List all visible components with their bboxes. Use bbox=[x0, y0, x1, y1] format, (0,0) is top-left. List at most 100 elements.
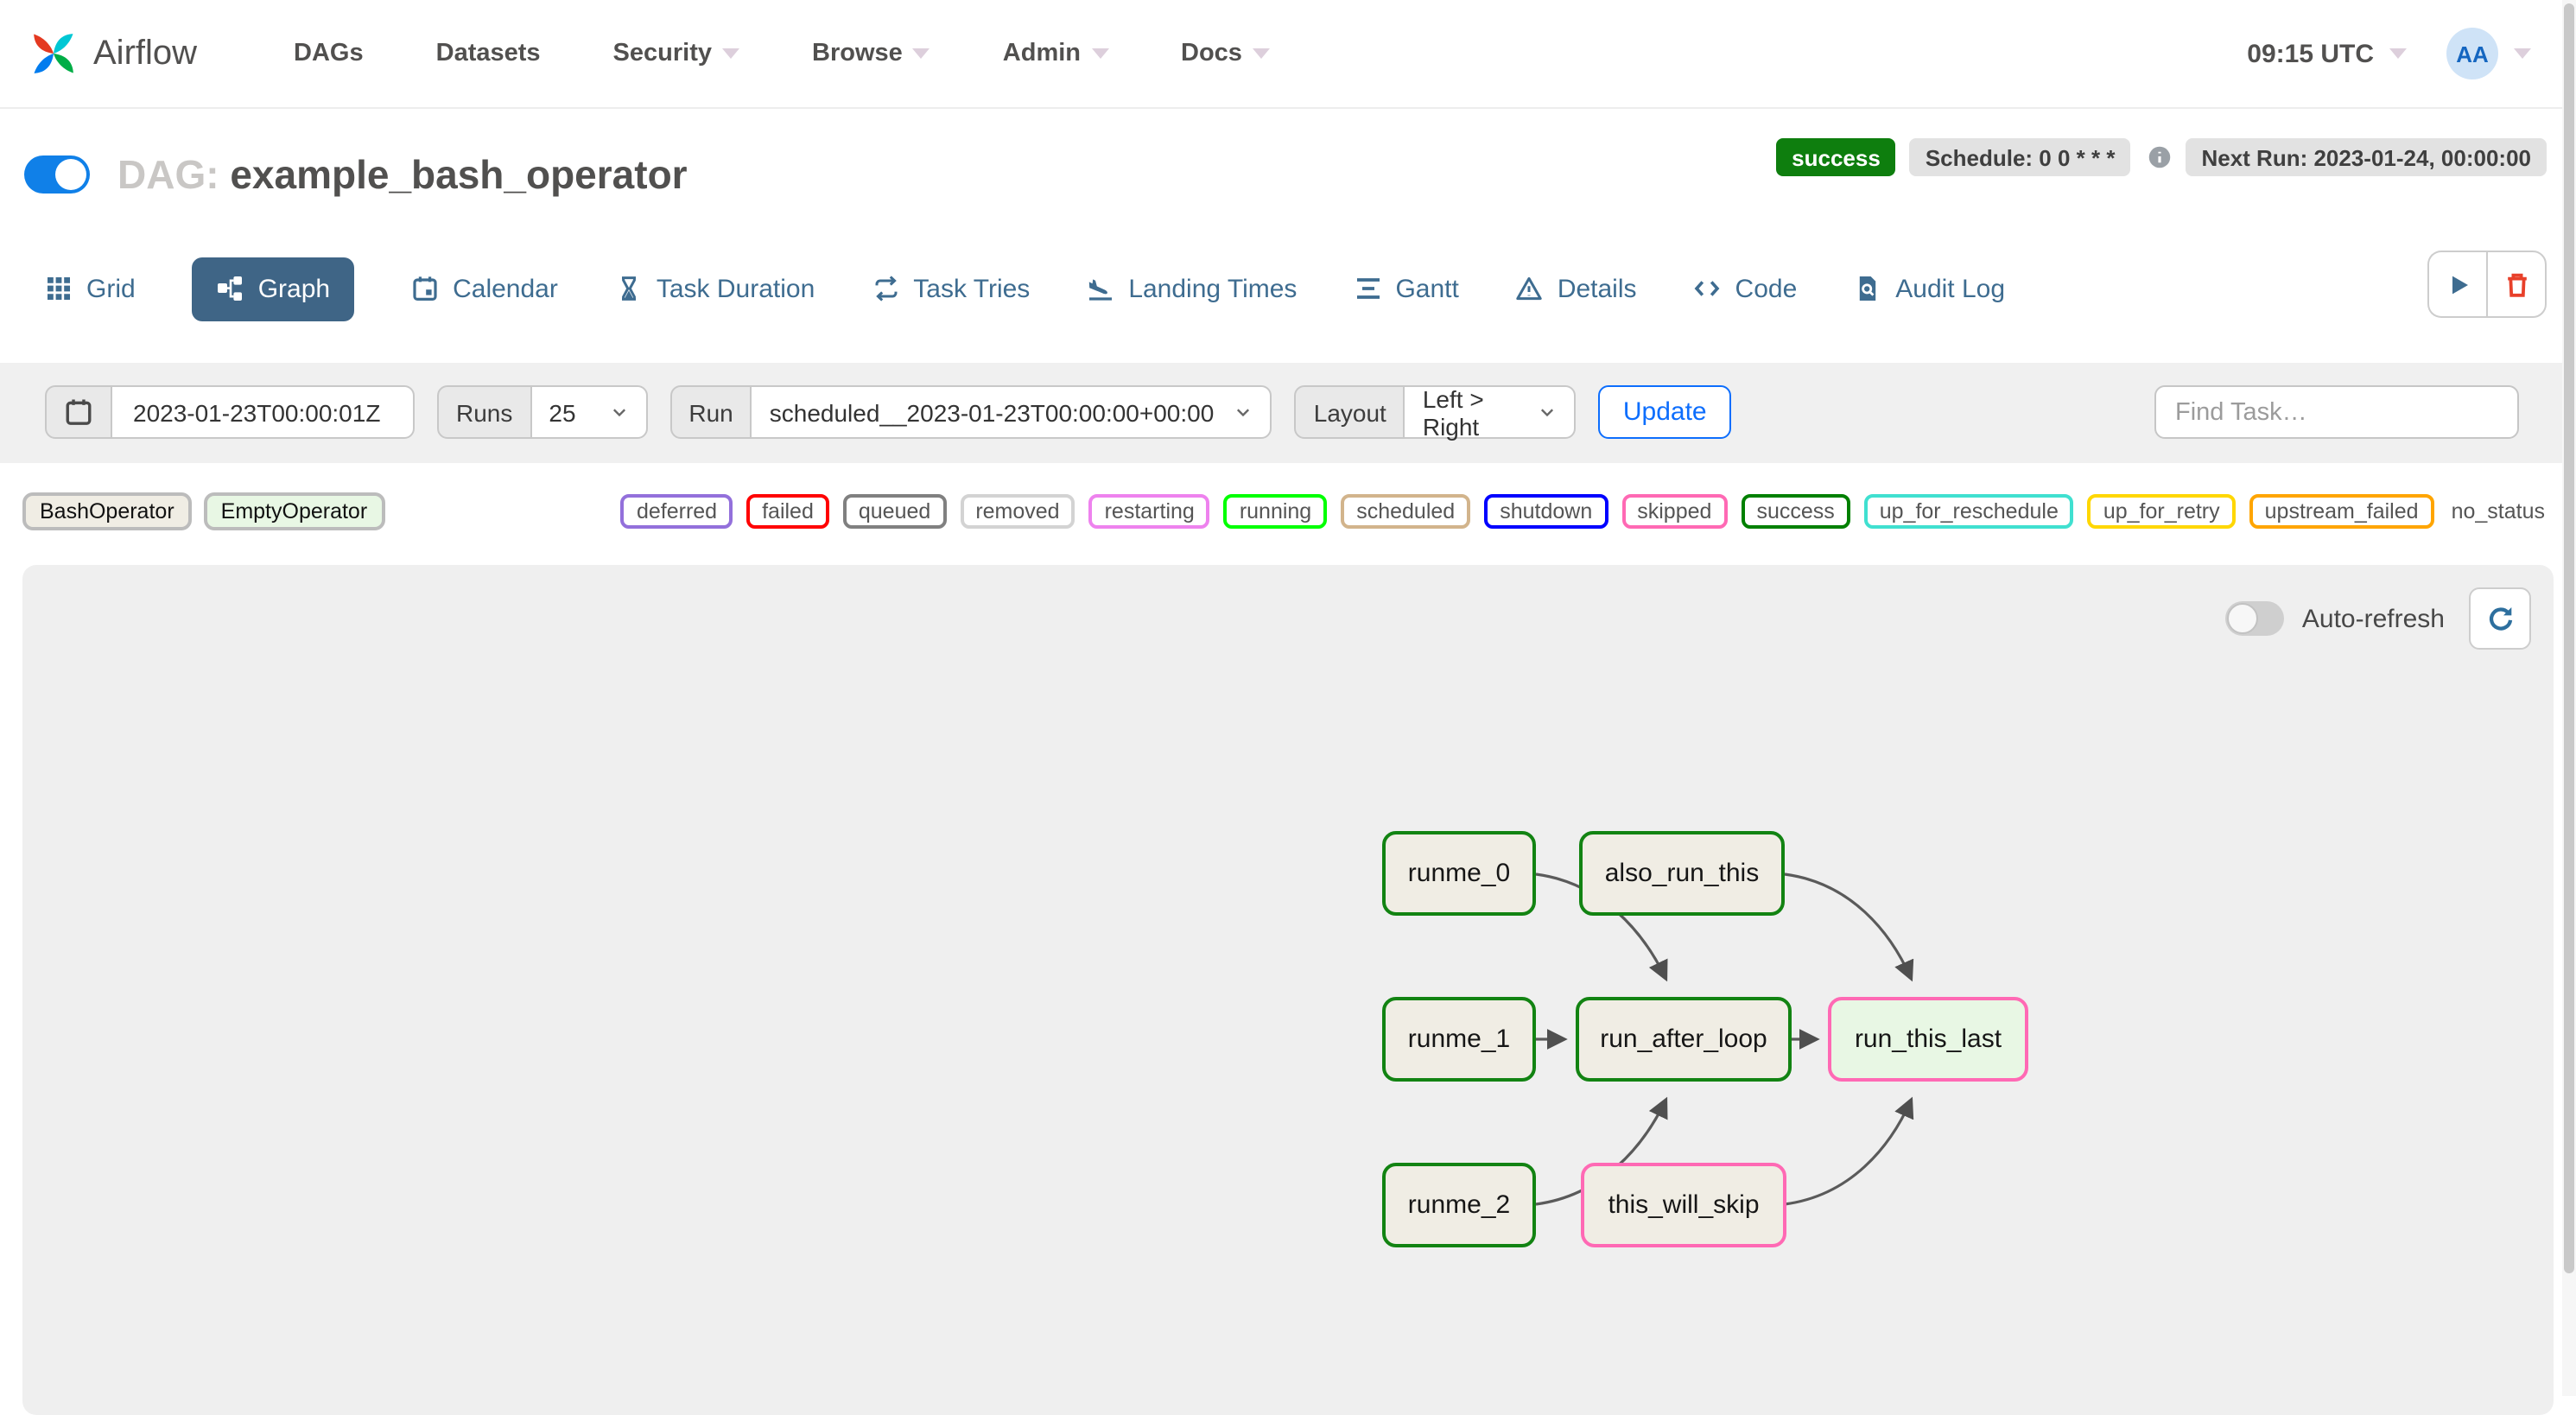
legend-state-skipped[interactable]: skipped bbox=[1621, 494, 1728, 529]
task-node-runme-0[interactable]: runme_0 bbox=[1382, 831, 1536, 916]
chevron-down-icon[interactable] bbox=[2389, 48, 2407, 59]
brand-name: Airflow bbox=[93, 34, 198, 72]
tab-landing-times[interactable]: Landing Times bbox=[1087, 274, 1297, 303]
repeat-icon bbox=[872, 275, 899, 302]
play-icon bbox=[2444, 270, 2471, 298]
chevron-down-icon[interactable] bbox=[2514, 48, 2531, 59]
legend-state-up-for-retry[interactable]: up_for_retry bbox=[2087, 494, 2236, 529]
auto-refresh-label: Auto-refresh bbox=[2301, 604, 2445, 633]
calendar-picker-button[interactable] bbox=[45, 385, 112, 439]
legend-state-deferred[interactable]: deferred bbox=[620, 494, 733, 529]
task-node-runme-2[interactable]: runme_2 bbox=[1382, 1163, 1536, 1247]
legend-empty-operator[interactable]: EmptyOperator bbox=[203, 492, 385, 530]
update-button[interactable]: Update bbox=[1598, 385, 1731, 439]
tab-task-tries[interactable]: Task Tries bbox=[872, 274, 1030, 303]
dag-edges bbox=[1535, 872, 1914, 1206]
tab-calendar[interactable]: Calendar bbox=[411, 274, 558, 303]
nav-item-dags[interactable]: DAGs bbox=[294, 40, 364, 67]
dag-prefix: DAG: bbox=[117, 151, 219, 196]
avatar[interactable]: AA bbox=[2446, 28, 2498, 79]
legend-state-restarting[interactable]: restarting bbox=[1088, 494, 1210, 529]
info-icon[interactable] bbox=[2148, 145, 2172, 169]
calendar-icon bbox=[411, 275, 439, 302]
navbar: Airflow DAGs Datasets Security Browse Ad… bbox=[0, 0, 2576, 109]
grid-icon bbox=[45, 275, 73, 302]
runs-group: Runs 25 bbox=[437, 385, 648, 439]
legend-state-queued[interactable]: queued bbox=[842, 494, 947, 529]
task-node-also-run-this[interactable]: also_run_this bbox=[1579, 831, 1785, 916]
chevron-down-icon bbox=[1091, 48, 1108, 59]
edge-alsorunthis-runthislast bbox=[1784, 872, 1914, 982]
nav-item-admin[interactable]: Admin bbox=[1003, 40, 1108, 67]
chevron-down-icon bbox=[722, 48, 739, 59]
view-tabs: Grid Graph Calendar Task Duration Task T… bbox=[0, 252, 2005, 325]
graph-canvas[interactable]: Auto-refresh runme_0 also_run_this runme… bbox=[22, 565, 2554, 1415]
status-badge: success bbox=[1776, 138, 1896, 176]
refresh-button[interactable] bbox=[2469, 587, 2531, 650]
nav-item-datasets[interactable]: Datasets bbox=[435, 40, 541, 67]
scrollbar-thumb[interactable] bbox=[2564, 3, 2574, 1273]
audit-log-icon bbox=[1854, 275, 1881, 302]
node-tree-icon bbox=[217, 275, 244, 302]
legend-state-no-status[interactable]: no_status bbox=[2451, 499, 2545, 523]
legend-state-failed[interactable]: failed bbox=[746, 494, 829, 529]
task-node-this-will-skip[interactable]: this_will_skip bbox=[1581, 1163, 1786, 1247]
legend-state-scheduled[interactable]: scheduled bbox=[1341, 494, 1471, 529]
task-node-run-this-last[interactable]: run_this_last bbox=[1828, 997, 2028, 1082]
auto-refresh-toggle[interactable] bbox=[2225, 601, 2285, 636]
task-node-runme-1[interactable]: runme_1 bbox=[1382, 997, 1536, 1082]
operator-legend: BashOperator EmptyOperator bbox=[22, 492, 385, 530]
code-brackets-icon bbox=[1694, 275, 1722, 302]
schedule-badge[interactable]: Schedule: 0 0 * * * bbox=[1909, 138, 2131, 176]
dag-pause-toggle[interactable] bbox=[24, 155, 90, 194]
delete-dag-button[interactable] bbox=[2486, 251, 2547, 318]
layout-label: Layout bbox=[1294, 385, 1405, 439]
tab-task-duration[interactable]: Task Duration bbox=[615, 274, 815, 303]
legend-state-up-for-reschedule[interactable]: up_for_reschedule bbox=[1863, 494, 2074, 529]
chevron-down-icon bbox=[1539, 403, 1558, 422]
next-run-badge: Next Run: 2023-01-24, 00:00:00 bbox=[2186, 138, 2547, 176]
legend-state-removed[interactable]: removed bbox=[960, 494, 1075, 529]
gantt-bars-icon bbox=[1354, 275, 1381, 302]
base-date-input[interactable] bbox=[130, 397, 396, 428]
nav-item-browse[interactable]: Browse bbox=[812, 40, 930, 67]
trash-icon bbox=[2503, 270, 2530, 298]
chevron-down-icon bbox=[912, 48, 930, 59]
vertical-scrollbar[interactable] bbox=[2562, 0, 2576, 1396]
base-date-input-wrap bbox=[111, 385, 415, 439]
warning-triangle-icon bbox=[1516, 275, 1544, 302]
task-node-run-after-loop[interactable]: run_after_loop bbox=[1576, 997, 1792, 1082]
find-task-input[interactable] bbox=[2154, 385, 2519, 439]
tab-graph[interactable]: Graph bbox=[192, 257, 355, 320]
graph-controls: Auto-refresh bbox=[2225, 587, 2531, 650]
tab-code[interactable]: Code bbox=[1694, 274, 1797, 303]
nav-item-docs[interactable]: Docs bbox=[1181, 40, 1270, 67]
tab-details[interactable]: Details bbox=[1516, 274, 1637, 303]
runs-select[interactable]: 25 bbox=[530, 385, 648, 439]
nav-menu: DAGs Datasets Security Browse Admin Docs bbox=[294, 40, 1270, 67]
clock-label[interactable]: 09:15 UTC bbox=[2247, 39, 2374, 68]
nav-item-security[interactable]: Security bbox=[613, 40, 739, 67]
base-date-group bbox=[45, 385, 415, 439]
legend-state-upstream-failed[interactable]: upstream_failed bbox=[2249, 494, 2434, 529]
runs-label: Runs bbox=[437, 385, 532, 439]
tab-grid[interactable]: Grid bbox=[45, 274, 136, 303]
calendar-icon bbox=[64, 397, 93, 427]
legend-state-running[interactable]: running bbox=[1223, 494, 1328, 529]
edge-thiswillskip-runthislast bbox=[1784, 1096, 1914, 1206]
dag-header-badges: success Schedule: 0 0 * * * Next Run: 20… bbox=[1776, 138, 2547, 176]
chevron-down-icon bbox=[1234, 403, 1253, 422]
trigger-dag-button[interactable] bbox=[2427, 251, 2486, 318]
chevron-down-icon bbox=[609, 403, 628, 422]
run-select[interactable]: scheduled__2023-01-23T00:00:00+00:00 bbox=[750, 385, 1272, 439]
navbar-right: 09:15 UTC AA bbox=[2247, 28, 2531, 79]
legend-state-success[interactable]: success bbox=[1741, 494, 1850, 529]
brand[interactable]: Airflow bbox=[24, 24, 197, 83]
tab-audit-log[interactable]: Audit Log bbox=[1854, 274, 2005, 303]
tab-gantt[interactable]: Gantt bbox=[1354, 274, 1459, 303]
dag-header: DAG: example_bash_operator success Sched… bbox=[0, 135, 2576, 214]
run-group: Run scheduled__2023-01-23T00:00:00+00:00 bbox=[669, 385, 1272, 439]
layout-select[interactable]: Left > Right bbox=[1403, 384, 1577, 440]
legend-bash-operator[interactable]: BashOperator bbox=[22, 492, 192, 530]
legend-state-shutdown[interactable]: shutdown bbox=[1484, 494, 1608, 529]
